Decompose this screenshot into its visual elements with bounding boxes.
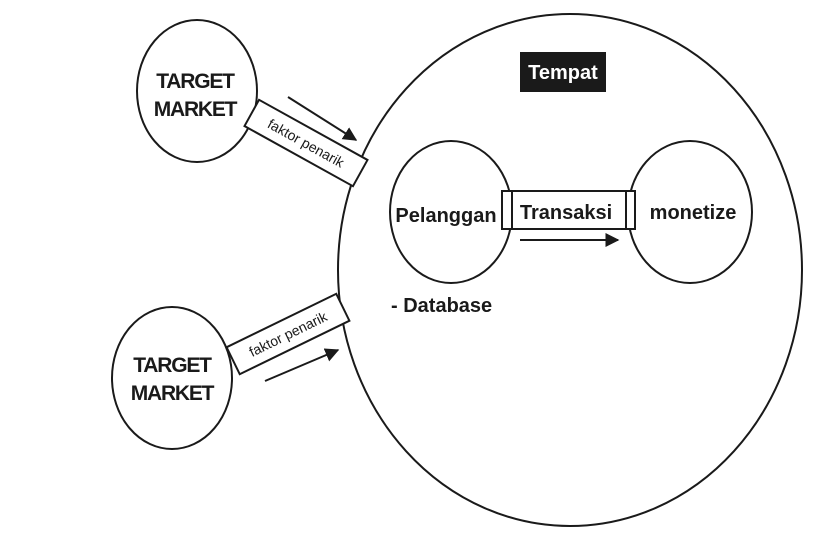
place-circle [337,13,803,527]
target-market-top-circle [136,19,258,163]
target-market-top-line2: MARKET [154,98,238,121]
monetize-label: monetize [650,202,737,224]
target-market-bottom-line2: MARKET [131,382,215,405]
database-label: - Database [391,295,492,317]
transaction-label: Transaksi [520,202,612,224]
pull-factor-top-band: faktor penarik [243,98,369,188]
target-market-bottom-circle [111,306,233,450]
place-title: Tempat [528,62,598,84]
target-market-bottom-line1: TARGET [133,354,212,377]
transaction-bar [501,190,636,230]
place-title-box [520,52,606,92]
arrow-bottom-to-place [264,348,340,382]
target-market-top-line1: TARGET [156,70,235,93]
pull-factor-bottom-band: faktor penarik [225,292,351,376]
arrow-top-to-place [287,96,358,141]
customer-label: Pelanggan [395,205,496,227]
